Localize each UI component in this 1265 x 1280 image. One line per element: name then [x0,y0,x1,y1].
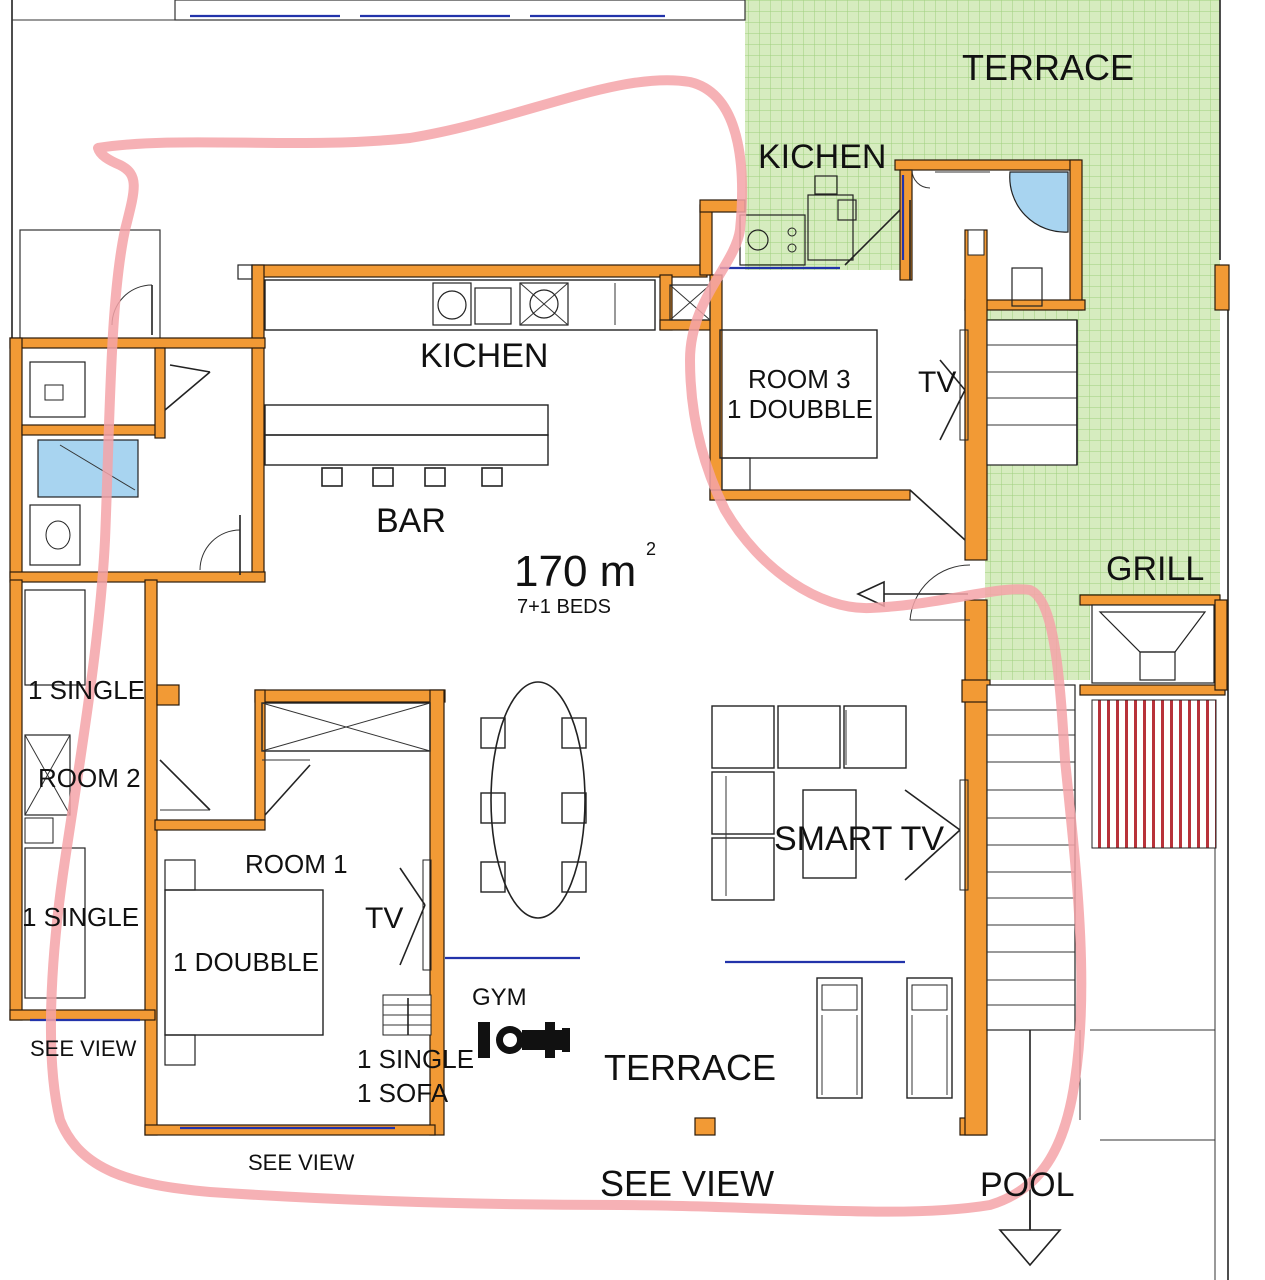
walls [9,159,1230,1136]
beds-label: 7+1 BEDS [517,596,611,618]
room2-label: ROOM 2 [38,763,141,793]
outdoor-kichen-label: KICHEN [758,138,886,176]
terrace-bottom-label: TERRACE [604,1047,776,1088]
smart-tv-label: SMART TV [774,820,944,858]
pool-label: POOL [980,1166,1074,1204]
single-lower-label: 1 SINGLE [22,902,139,932]
gym-equipment [478,1022,570,1058]
gym-label: GYM [472,984,527,1011]
bar-label: BAR [376,502,446,540]
room1-bed: 1 DOUBBLE [173,947,319,977]
main-kichen-label: KICHEN [420,337,548,375]
room3-tv: TV [918,366,956,399]
single-sofa-line2: 1 SOFA [357,1078,449,1108]
highlight-outline [45,75,1087,1217]
stairs-upper [986,319,1078,466]
area-superscript: 2 [646,539,656,559]
room1-tv: TV [365,902,403,935]
terrace-grid-area [745,0,1220,680]
area-label: 170 m [514,547,636,596]
see-view-left-label: SEE VIEW [30,1036,137,1061]
windows [30,175,905,1130]
room1-name: ROOM 1 [245,849,348,879]
single-upper-label: 1 SINGLE [28,675,145,705]
grill-label: GRILL [1106,550,1204,588]
terrace-top-label: TERRACE [962,47,1134,88]
room3-name: ROOM 3 [748,364,851,394]
see-view-mid-label: SEE VIEW [248,1150,355,1175]
single-sofa-line1: 1 SINGLE [357,1044,474,1074]
room3-bed: 1 DOUBBLE [727,394,873,424]
see-view-bottom-label: SEE VIEW [600,1163,774,1204]
labels: TERRACE KICHEN KICHEN BAR 170 m 2 7+1 BE… [22,47,1204,1204]
furniture [24,169,1217,1267]
